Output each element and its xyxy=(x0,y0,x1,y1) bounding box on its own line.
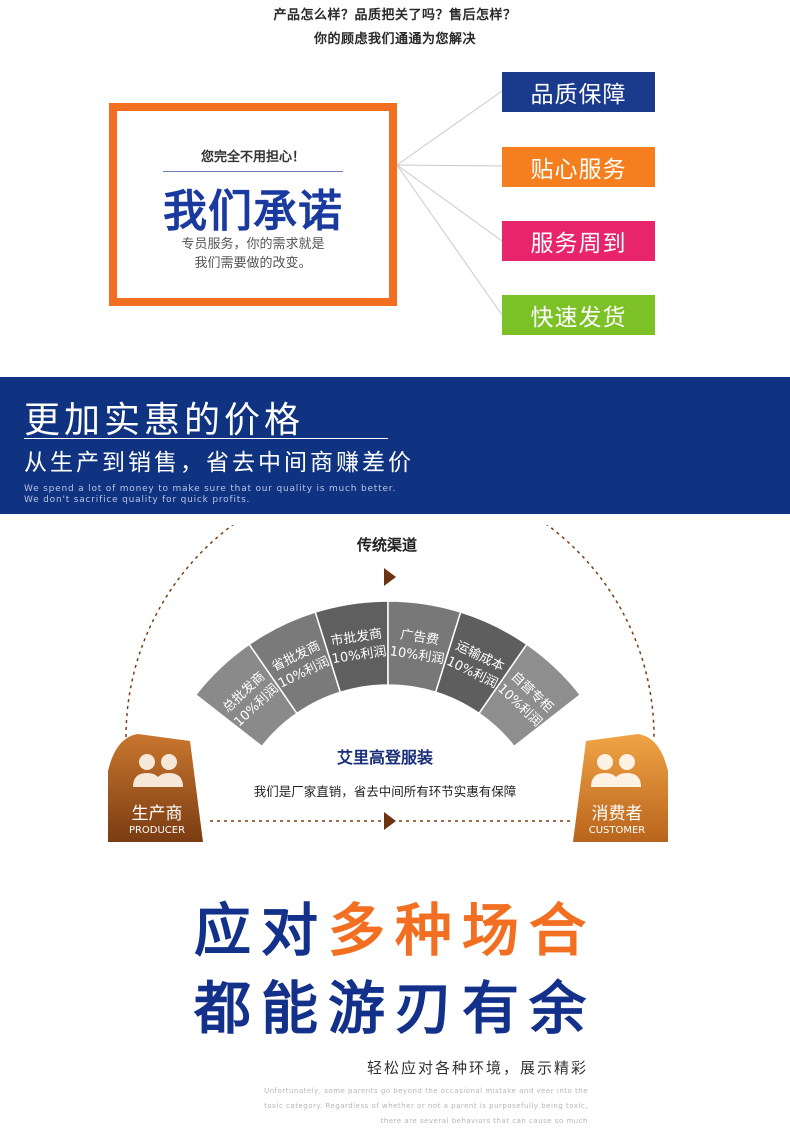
banner-en-line1: We spend a lot of money to make sure tha… xyxy=(24,484,397,494)
promise-subtitle: 您完全不用担心！ xyxy=(200,150,305,165)
connector-lines xyxy=(396,90,503,316)
channel-segments: 总批发商10%利润省批发商10%利润市批发商10%利润广告费10%利润运输成本1… xyxy=(194,600,582,748)
slogan-en-line1: Unfortunately, some parents go beyond th… xyxy=(264,1087,588,1095)
slogan-text: 轻松应对各种环境，展示精彩 xyxy=(366,1059,588,1077)
intro-answer: 你的顾虑我们通通为您解决 xyxy=(313,32,476,47)
banner-title: 更加实惠的价格 xyxy=(24,400,305,441)
promise-desc-line2: 我们需要做的改变。 xyxy=(194,256,312,271)
channel-diagram: 传统渠道 总批发商10%利润省批发商10%利润市批发商10%利润广告费10%利润… xyxy=(108,525,668,842)
promise-description: 专员服务，你的需求就是 我们需要做的改变。 xyxy=(117,235,389,273)
badge-fast-delivery: 快速发货 xyxy=(502,295,655,335)
badge-service: 贴心服务 xyxy=(502,147,655,187)
consumer-label: 消费者 xyxy=(592,804,643,824)
producer-en-label: PRODUCER xyxy=(129,825,185,836)
promise-card: 您完全不用担心！ 我们承诺 专员服务，你的需求就是 我们需要做的改变。 xyxy=(109,103,397,306)
producer-people-icon xyxy=(133,754,183,787)
segment-name: 市批发商 xyxy=(329,626,383,650)
headline-line1-accent: 多种场合 xyxy=(328,898,596,964)
consumer-en-label: CUSTOMER xyxy=(589,825,646,836)
producer-label: 生产商 xyxy=(132,804,183,824)
producer-block xyxy=(108,734,203,842)
promise-divider xyxy=(163,171,343,172)
segment-name: 广告费 xyxy=(399,628,440,649)
channel-segment xyxy=(477,643,582,748)
banner-divider xyxy=(24,438,388,439)
slogan-en-line2: toxic category. Regardless of whether or… xyxy=(264,1102,588,1110)
badge-thoughtful: 服务周到 xyxy=(502,221,655,261)
slogan-en-line3: there are several behaviors that can cau… xyxy=(380,1117,588,1125)
headline-line1-part1: 应对 xyxy=(194,898,328,964)
headline-line1: 应对多种场合 xyxy=(0,885,790,967)
promise-desc-line1: 专员服务，你的需求就是 xyxy=(181,237,325,252)
price-banner: 更加实惠的价格 从生产到销售，省去中间商赚差价 We spend a lot o… xyxy=(0,377,790,514)
banner-en-line2: We don't sacrifice quality for quick pro… xyxy=(24,495,251,505)
bottom-arrow-icon xyxy=(384,812,396,830)
top-arrow-icon xyxy=(384,568,396,586)
consumer-people-icon xyxy=(591,754,641,787)
banner-subtitle: 从生产到销售，省去中间商赚差价 xyxy=(24,450,414,476)
headline-line2: 都能游刃有余 xyxy=(194,976,596,1042)
direct-sale-statement: 我们是厂家直销，省去中间所有环节实惠有保障 xyxy=(254,784,517,799)
promise-title: 我们承诺 xyxy=(163,186,343,237)
channel-title: 传统渠道 xyxy=(356,536,417,554)
consumer-block xyxy=(573,734,668,842)
brand-name: 艾里高登服装 xyxy=(337,748,433,767)
badge-quality: 品质保障 xyxy=(502,72,655,112)
intro-question: 产品怎么样？品质把关了吗？售后怎样？ xyxy=(273,8,517,23)
